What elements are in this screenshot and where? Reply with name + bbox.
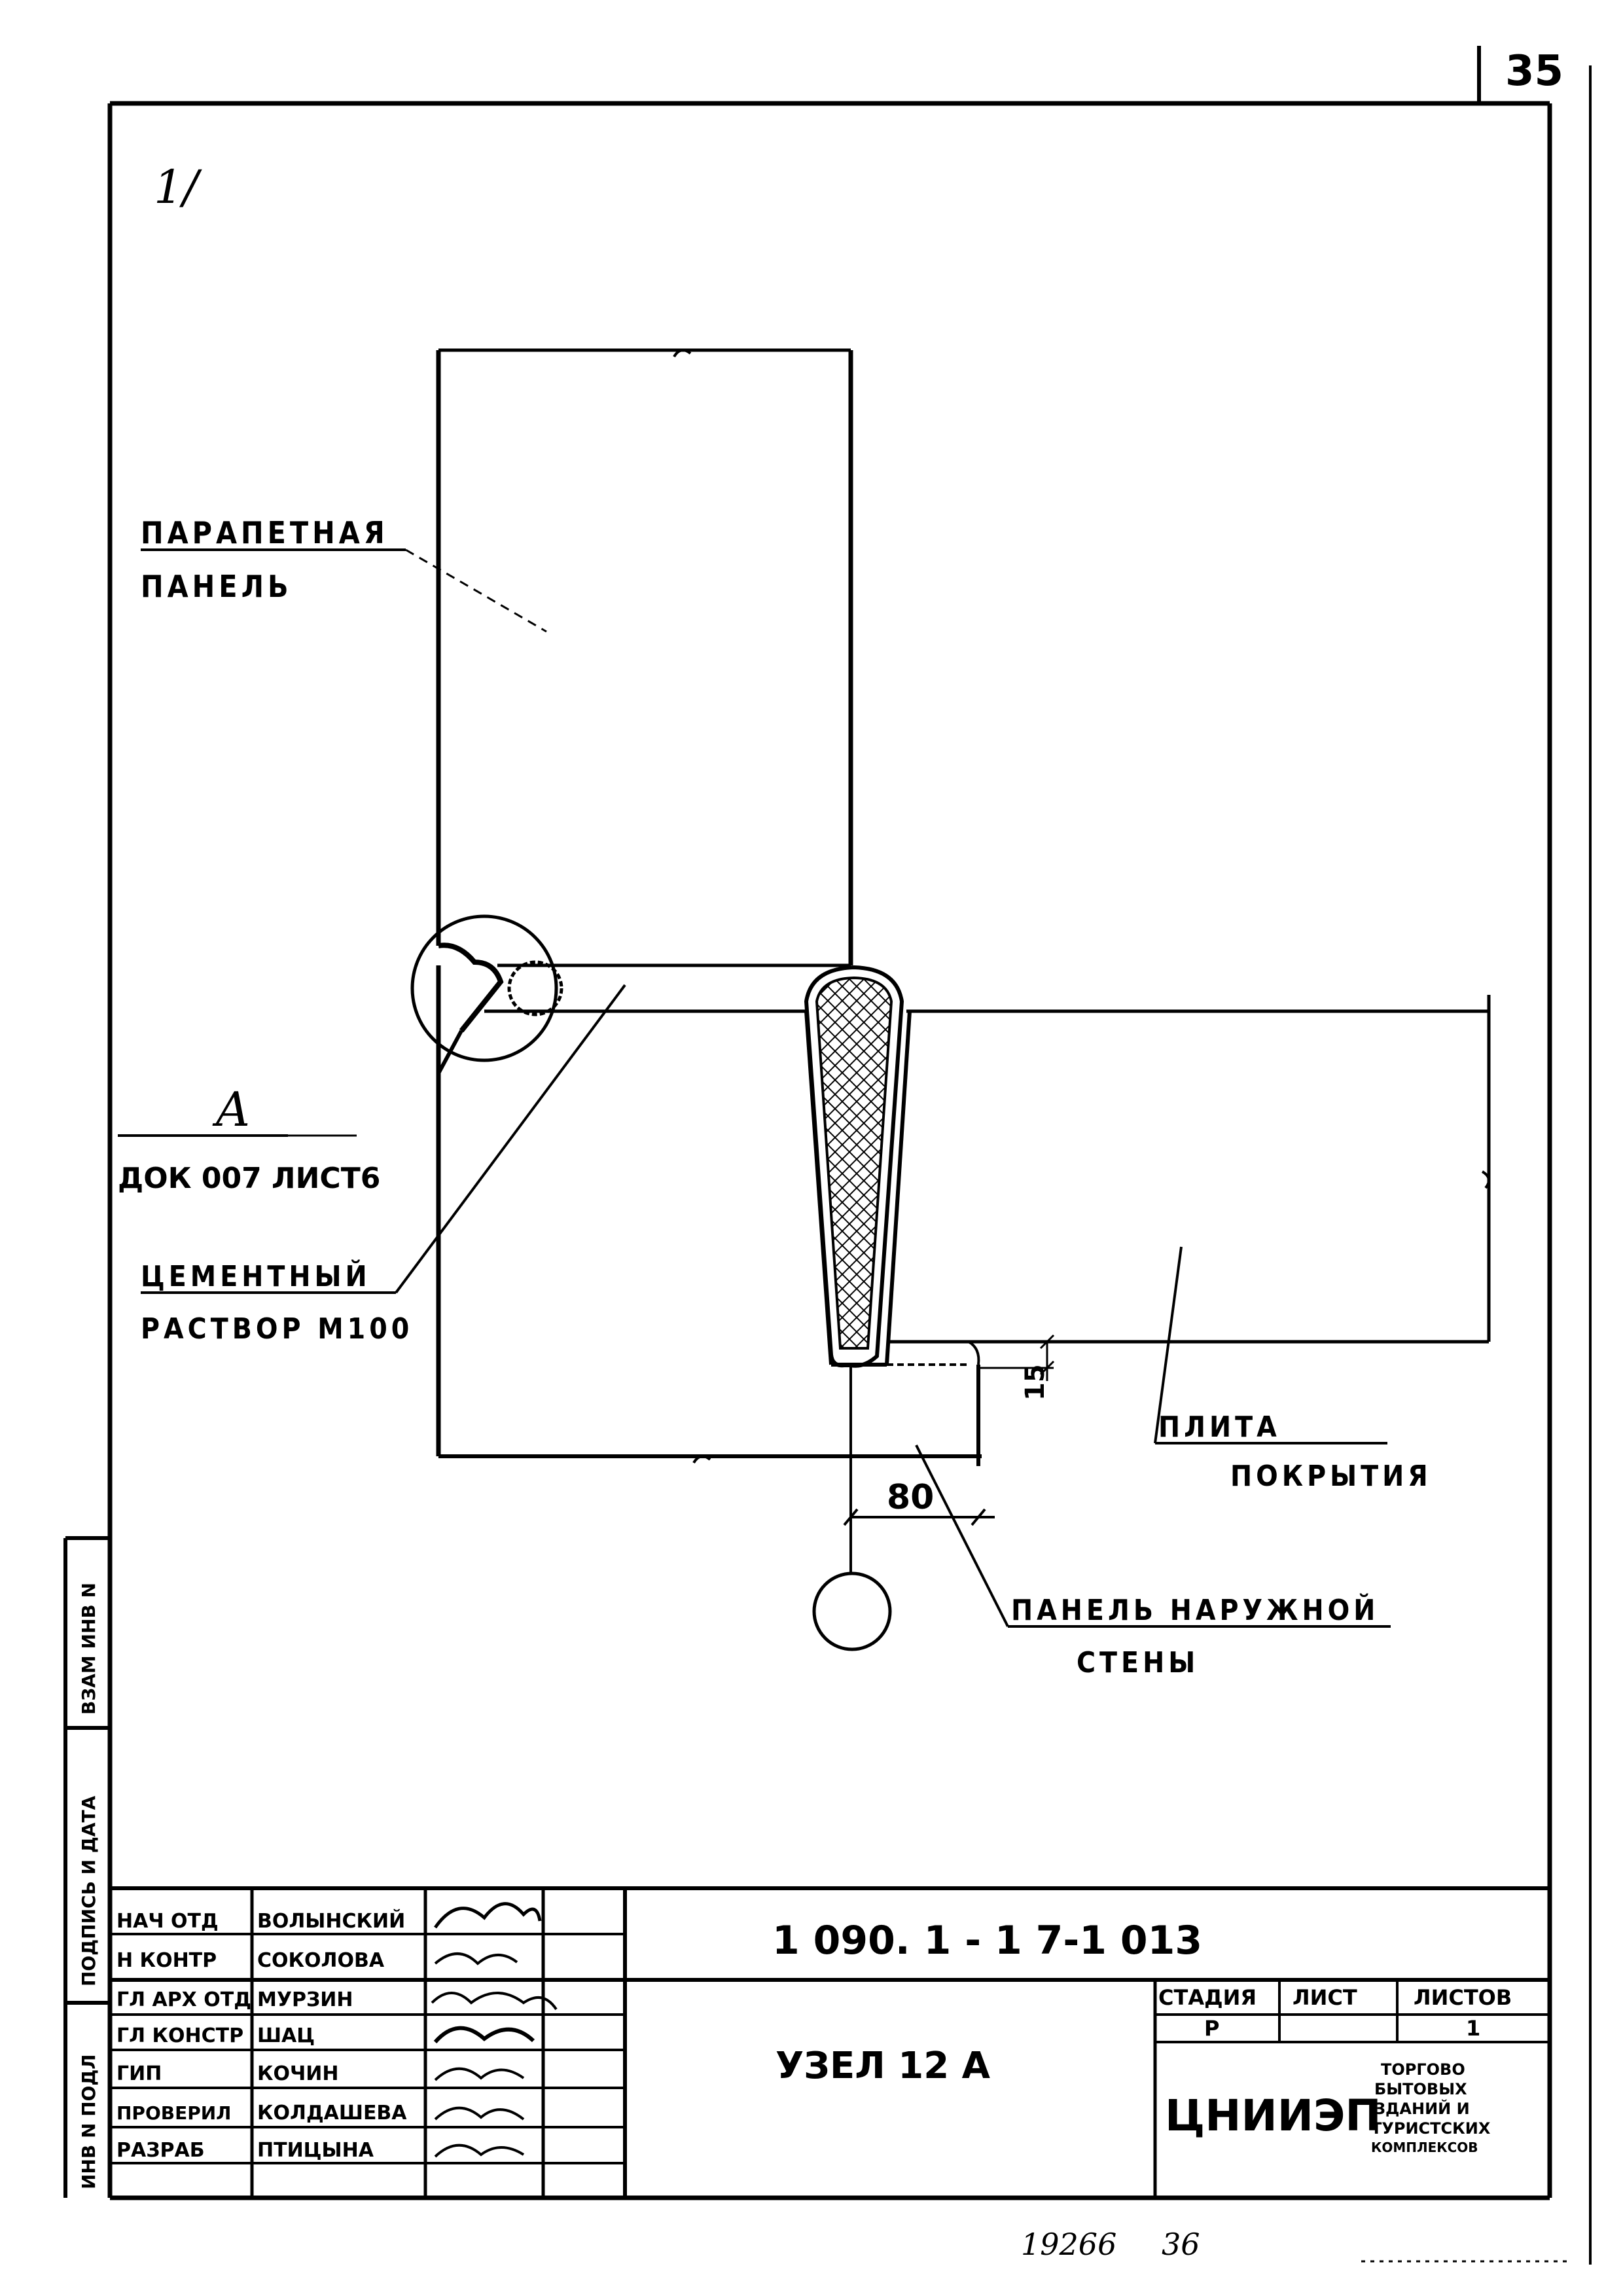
roles-table: НАЧ ОТД ВОЛЫНСКИЙ Н КОНТР СОКОЛОВА ГЛ АР…: [116, 1909, 407, 2162]
page-number: 35: [1505, 47, 1563, 96]
role-3: ГЛ АРХ ОТД: [116, 1988, 251, 2011]
stamp-signature-date: ПОДПИСЬ И ДАТА: [78, 1795, 99, 1986]
org-desc-line-3: ЗДАНИЙ И: [1374, 2099, 1470, 2118]
sheets-value: 1: [1466, 2016, 1480, 2041]
leader-lines: [118, 548, 1391, 1628]
role-5: ГИП: [116, 2062, 162, 2085]
name-3: МУРЗИН: [257, 1988, 353, 2011]
label-wall-1: ПАНЕЛЬ НАРУЖНОЙ: [1011, 1592, 1379, 1627]
org-desc-line-2: БЫТОВЫХ: [1374, 2080, 1467, 2098]
detail-a-callout: [410, 914, 563, 1075]
label-slab-2: ПОКРЫТИЯ: [1230, 1460, 1432, 1493]
sheet-frame: [107, 46, 1592, 2265]
signatures: [431, 1902, 558, 2158]
label-cement-2: РАСТВОР М100: [141, 1312, 413, 1346]
copy-number: 36: [1162, 2227, 1200, 2262]
name-4: ШАЦ: [257, 2024, 315, 2047]
label-slab-1: ПЛИТА: [1158, 1410, 1281, 1444]
label-wall-2: СТЕНЫ: [1077, 1646, 1199, 1679]
name-7: ПТИЦЫНА: [257, 2139, 374, 2162]
org-desc-line-5: КОМПЛЕКСОВ: [1371, 2140, 1478, 2155]
dim-80-label: 80: [887, 1478, 934, 1517]
org-description: ТОРГОВО БЫТОВЫХ ЗДАНИЙ И ТУРИСТСКИХ КОМП…: [1371, 2060, 1491, 2155]
axis-marker: [812, 1517, 892, 1651]
sheets-header: ЛИСТОВ: [1414, 1985, 1512, 2010]
stage-header: СТАДИЯ: [1158, 1985, 1257, 2010]
role-2: Н КОНТР: [116, 1949, 217, 1972]
name-2: СОКОЛОВА: [257, 1949, 385, 1972]
org-desc-line-1: ТОРГОВО: [1381, 2060, 1465, 2079]
label-detail-letter: A: [212, 1082, 250, 1137]
name-6: КОЛДАШЕВА: [257, 2102, 407, 2125]
org-desc-line-4: ТУРИСТСКИХ: [1371, 2119, 1491, 2138]
role-4: ГЛ КОНСТР: [116, 2024, 243, 2047]
document-code: 1 090. 1 - 1 7-1 013: [772, 1918, 1202, 1964]
role-1: НАЧ ОТД: [116, 1910, 219, 1933]
corner-mark: 1/: [154, 160, 203, 214]
label-detail-ref: ДОК 007 ЛИСТ6: [118, 1162, 380, 1195]
mortar-joint: [484, 963, 1491, 1344]
sheet-header: ЛИСТ: [1293, 1985, 1357, 2010]
org-logo: ЦНИИЭП: [1165, 2090, 1382, 2141]
label-cement-1: ЦЕМЕНТНЫЙ: [141, 1259, 371, 1293]
role-7: РАЗРАБ: [116, 2139, 205, 2162]
wall-panel-wedge: [804, 965, 912, 1368]
parapet-panel: [436, 348, 982, 1464]
role-6: ПРОВЕРИЛ: [116, 2102, 231, 2124]
archive-number: 19266: [1021, 2227, 1116, 2262]
dim-15-label: 15: [1020, 1364, 1050, 1401]
stamp-inv-orig: ИНВ N ПОДЛ: [78, 2054, 99, 2189]
stage-value: Р: [1204, 2016, 1219, 2041]
wall-panel-outline: [849, 1334, 1055, 1568]
title-block-grid: [110, 1886, 1550, 2198]
side-stamp: [63, 1536, 110, 2198]
stamp-replace-inv: ВЗАМ ИНВ N: [78, 1583, 99, 1715]
label-parapet-1: ПАРАПЕТНАЯ: [141, 515, 389, 550]
label-parapet-2: ПАНЕЛЬ: [141, 569, 292, 604]
name-1: ВОЛЫНСКИЙ: [257, 1909, 405, 1933]
drawing-title: УЗЕЛ 12 А: [776, 2045, 991, 2087]
name-5: КОЧИН: [257, 2062, 338, 2085]
